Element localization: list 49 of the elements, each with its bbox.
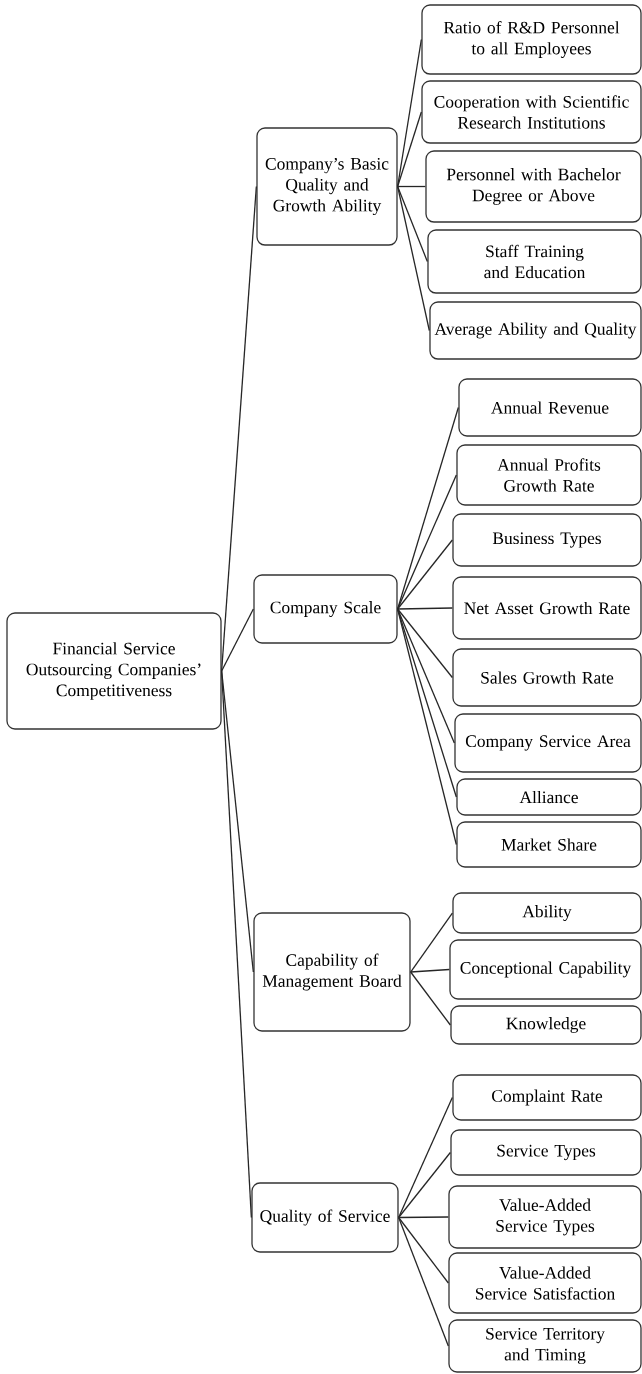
connector-line bbox=[397, 608, 457, 846]
connector-line bbox=[398, 1151, 451, 1219]
connector-line bbox=[221, 670, 254, 973]
indicator-box: Average Ability and Quality bbox=[429, 301, 642, 360]
root-box: Financial Service Outsourcing Companies’ Competitiveness bbox=[6, 612, 222, 730]
category-box: Company’s Basic Quality and Growth Ability bbox=[256, 127, 398, 246]
indicator-box: Service Territory and Timing bbox=[448, 1319, 642, 1373]
category-box: Quality of Service bbox=[251, 1182, 399, 1253]
connector-line bbox=[221, 608, 254, 672]
connector-line bbox=[221, 185, 257, 672]
connector-line bbox=[398, 1216, 449, 1284]
connector-line bbox=[397, 185, 430, 332]
connector-line bbox=[397, 608, 453, 679]
connector-line bbox=[410, 971, 451, 1026]
indicator-box: Alliance bbox=[456, 778, 642, 816]
connector-line bbox=[397, 406, 459, 610]
connector-line bbox=[221, 670, 252, 1219]
indicator-box: Knowledge bbox=[450, 1005, 642, 1045]
indicator-box: Annual Revenue bbox=[458, 378, 642, 437]
indicator-box: Sales Growth Rate bbox=[452, 648, 642, 707]
indicator-box: Business Types bbox=[452, 513, 642, 567]
indicator-box: Ratio of R&D Personnel to all Employees bbox=[421, 4, 642, 75]
connector-line bbox=[397, 474, 457, 610]
connector-line bbox=[398, 1216, 449, 1219]
indicator-box: Net Asset Growth Rate bbox=[452, 576, 642, 640]
indicator-box: Cooperation with Scientific Research Institutions bbox=[421, 80, 642, 144]
connector-line bbox=[410, 912, 453, 973]
connector-line bbox=[398, 1216, 449, 1347]
connector-line bbox=[397, 608, 455, 744]
indicator-box: Value-Added Service Types bbox=[448, 1185, 642, 1249]
category-box: Capability of Management Board bbox=[253, 912, 411, 1032]
connector-line bbox=[397, 38, 422, 188]
indicator-box: Conceptional Capability bbox=[449, 939, 642, 1000]
connector-line bbox=[397, 111, 422, 188]
indicator-box: Company Service Area bbox=[454, 713, 642, 773]
indicator-box: Annual Profits Growth Rate bbox=[456, 444, 642, 506]
indicator-box: Ability bbox=[452, 892, 642, 934]
connector-line bbox=[398, 1096, 453, 1219]
indicator-box: Complaint Rate bbox=[452, 1074, 642, 1121]
connector-line bbox=[397, 607, 453, 610]
indicator-box: Value-Added Service Satisfaction bbox=[448, 1252, 642, 1314]
indicator-box: Market Share bbox=[456, 821, 642, 868]
connector-line bbox=[397, 185, 426, 188]
connector-line bbox=[397, 539, 453, 610]
indicator-box: Staff Training and Education bbox=[427, 229, 642, 294]
connector-line bbox=[410, 968, 450, 973]
indicator-box: Personnel with Bachelor Degree or Above bbox=[425, 150, 642, 223]
category-box: Company Scale bbox=[253, 574, 398, 644]
indicator-box: Service Types bbox=[450, 1129, 642, 1176]
